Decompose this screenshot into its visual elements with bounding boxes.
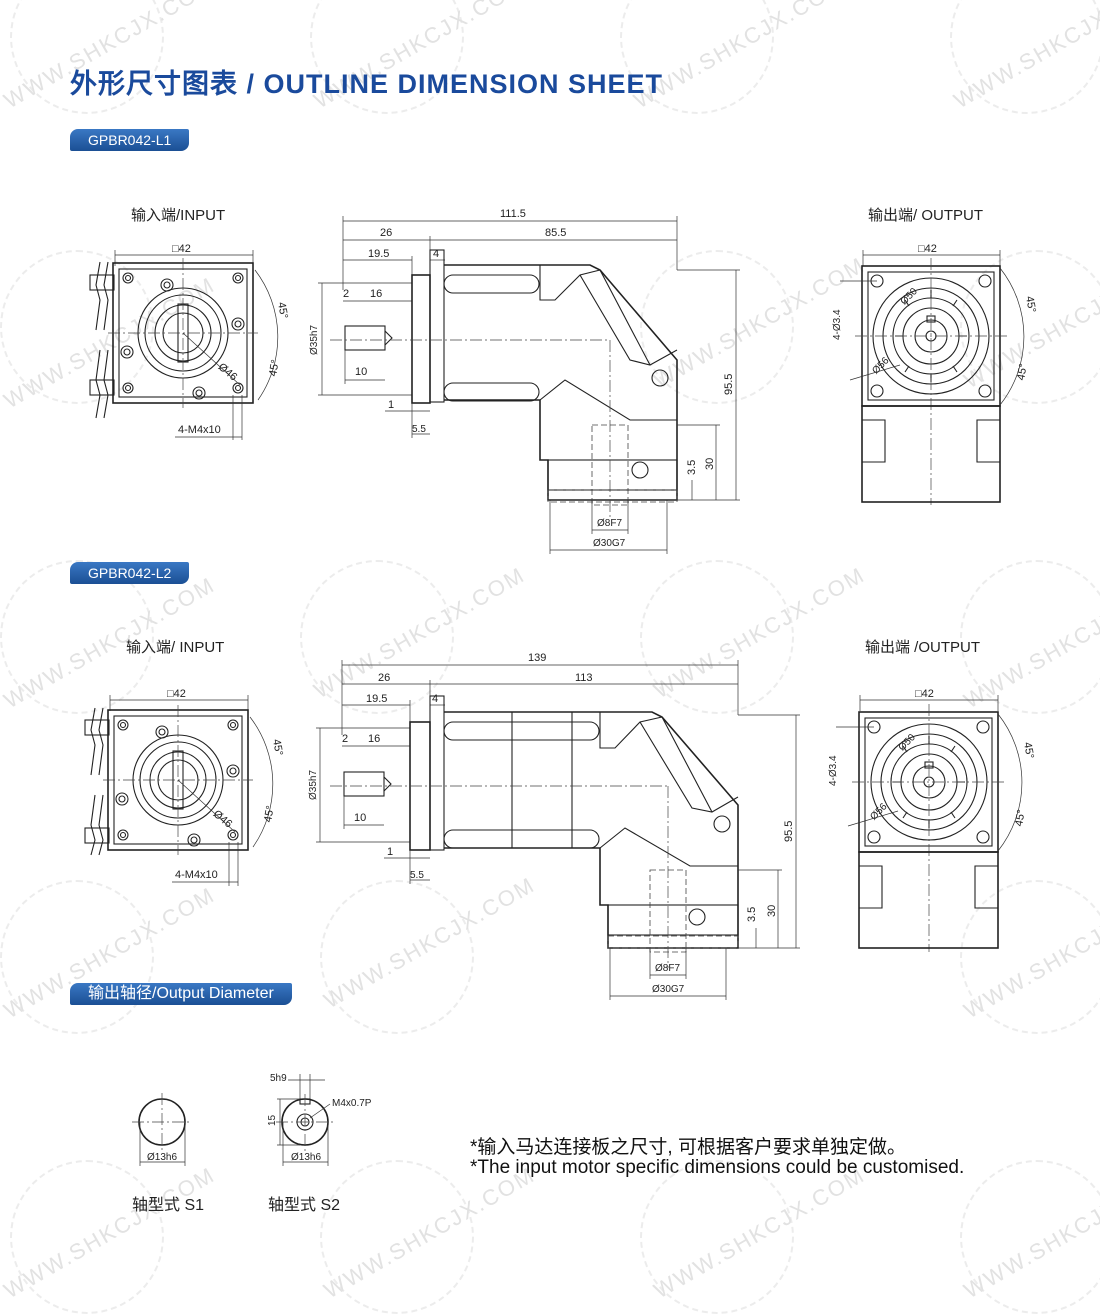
angle-dim: 45°	[275, 301, 290, 319]
square-dim: □42	[172, 243, 191, 255]
thread-dim: M4x0.7P	[332, 1098, 372, 1109]
side-view: 111.5 26 85.5 19.5 4 Ø35h7 2 16 10	[309, 208, 740, 554]
section-l2-drawings: □42 Ø46 45° 45°	[84, 652, 1036, 1000]
overall-length-dim: 111.5	[500, 208, 526, 220]
bolt-circle-dim: Ø46	[216, 361, 240, 384]
pcd-dim: Ø50	[899, 286, 920, 307]
dim-30: 30	[766, 905, 778, 917]
bore-dia-dim: Ø8F7	[597, 518, 622, 529]
shaft-dia-dim: Ø13h6	[147, 1152, 177, 1163]
square-dim: □42	[167, 688, 186, 700]
key-width-dim: 5h9	[270, 1073, 287, 1084]
bolt-circle-dim: Ø46	[211, 808, 235, 831]
output-end-view: □42 4-Ø3.4 Ø50 Ø56 45° 45°	[828, 688, 1036, 952]
mount-hole-dim: 4-Ø3.4	[832, 309, 843, 340]
section-badge-l1: GPBR042-L1	[70, 129, 190, 151]
angle-dim: 45°	[1023, 295, 1038, 313]
dim-16: 16	[370, 288, 382, 300]
square-dim: □42	[918, 243, 937, 255]
dim-16: 16	[368, 733, 380, 745]
output-view-label: 输出端 /OUTPUT	[865, 639, 980, 656]
angle-dim: 45°	[262, 805, 277, 823]
output-view-label: 输出端/ OUTPUT	[868, 207, 983, 224]
overall-length-dim: 139	[528, 652, 546, 664]
dim-main-length: 85.5	[545, 227, 566, 239]
height-dim: 95.5	[783, 821, 795, 842]
input-view-label: 输入端/INPUT	[131, 207, 226, 224]
dim-10: 10	[355, 366, 367, 378]
dim-19-5: 19.5	[366, 693, 387, 705]
shaft-s2: 5h9 15 M4x0.7P Ø13h6 轴型式 S2	[267, 1073, 372, 1214]
shaft-dia-dim: Ø13h6	[291, 1152, 321, 1163]
dim-19-5: 19.5	[368, 248, 389, 260]
thread-dim: 4-M4x10	[178, 424, 221, 436]
angle-dim: 45°	[267, 359, 282, 377]
dim-10: 10	[354, 812, 366, 824]
output-diameter-badge: 输出轴径/Output Diameter	[70, 983, 292, 1005]
drawing-canvas: □42 Ø46 45° 45°	[84, 208, 1038, 1214]
dim-5-5: 5.5	[410, 870, 424, 881]
section-badge-l2: GPBR042-L2	[70, 562, 190, 584]
bore-dia-dim: Ø8F7	[655, 963, 680, 974]
square-dim: □42	[915, 688, 934, 700]
dim-1: 1	[388, 399, 394, 411]
note-chinese: *输入马达连接板之尺寸, 可根据客户要求单独定做。	[470, 1137, 906, 1158]
dim-2: 2	[343, 288, 349, 300]
page-title: 外形尺寸图表 / OUTLINE DIMENSION SHEET	[70, 69, 664, 99]
thread-dim: 4-M4x10	[175, 869, 218, 881]
mount-hole-dim: 4-Ø3.4	[828, 755, 839, 786]
height-dim: 95.5	[723, 374, 735, 395]
pilot-dia-dim: Ø35h7	[308, 770, 319, 800]
input-view-label: 输入端/ INPUT	[126, 639, 225, 656]
shaft-type-label: 轴型式 S1	[132, 1196, 204, 1214]
shaft-type-label: 轴型式 S2	[268, 1196, 340, 1214]
shaft-s1: Ø13h6 轴型式 S1	[132, 1093, 204, 1214]
pcd-dim: Ø50	[897, 732, 918, 753]
angle-dim: 45°	[1021, 741, 1036, 759]
section-l1-drawings: □42 Ø46 45° 45°	[89, 208, 1038, 554]
input-end-view: □42 Ø46 45° 45°	[89, 243, 290, 440]
note-english: *The input motor specific dimensions cou…	[470, 1157, 965, 1178]
dim-3-5: 3.5	[686, 460, 698, 475]
pilot-dia-dim: Ø35h7	[309, 325, 320, 355]
dim-26: 26	[380, 227, 392, 239]
angle-dim: 45°	[1015, 363, 1030, 381]
output-pilot-dim: Ø30G7	[593, 538, 626, 549]
side-view: 139 26 113 19.5 4 Ø35h7 2 16 10 1	[308, 652, 800, 1000]
dim-30: 30	[704, 458, 716, 470]
dim-main-length: 113	[575, 672, 593, 684]
dim-26: 26	[378, 672, 390, 684]
dim-2: 2	[342, 733, 348, 745]
angle-dim: 45°	[1013, 809, 1028, 827]
dim-5-5: 5.5	[412, 424, 426, 435]
angle-dim: 45°	[270, 738, 285, 756]
dim-4: 4	[432, 693, 438, 705]
dim-4: 4	[433, 248, 439, 260]
input-end-view: □42 Ø46 45° 45°	[84, 688, 285, 886]
dim-3-5: 3.5	[746, 907, 758, 922]
output-end-view: □42 4-Ø3.4 Ø50 Ø56 45° 45°	[832, 243, 1038, 505]
key-height-dim: 15	[267, 1114, 278, 1126]
dim-1: 1	[387, 846, 393, 858]
output-pilot-dim: Ø30G7	[652, 984, 685, 995]
